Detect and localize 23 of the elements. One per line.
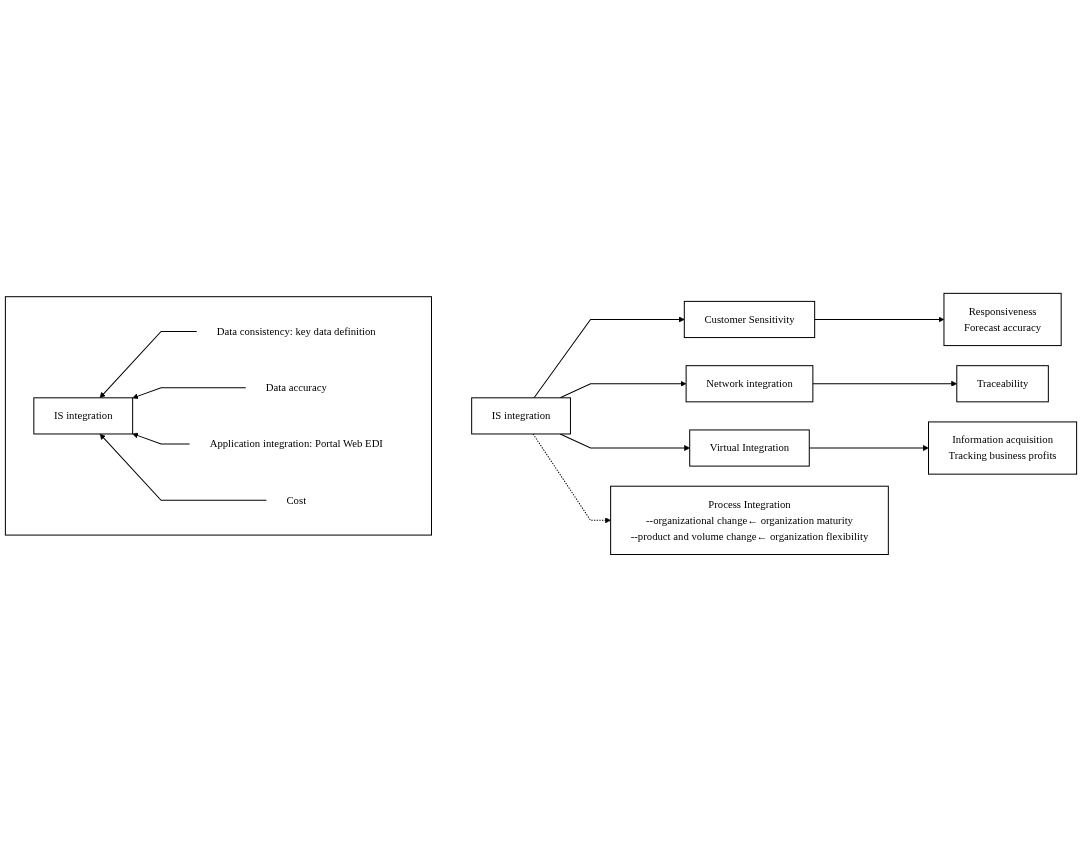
node-box: Traceability [956, 365, 1049, 403]
node-box: Process Integration --organizational change← organization maturity --product and volume change← organization flexibility [610, 485, 889, 556]
node-text: Application integration: Portal Web EDI [209, 438, 383, 450]
arrow [808, 445, 929, 452]
node-text: Data consistency: key data definition [216, 325, 376, 337]
node-box: Virtual Integration [689, 429, 810, 467]
arrow [132, 387, 247, 400]
arrow [814, 316, 945, 323]
node-box: IS integration [33, 397, 134, 435]
node-box: Responsiveness Forecast accuracy [943, 292, 1062, 347]
node-box: Customer Sensitivity [683, 300, 816, 339]
node-text: Data accuracy [265, 381, 327, 394]
node-box: IS integration [471, 397, 571, 435]
arrow [99, 331, 198, 399]
arrow [533, 316, 685, 399]
arrow [812, 380, 958, 387]
node-text: Cost [286, 494, 307, 506]
node-box: Network integration [685, 365, 814, 403]
arrow [99, 433, 267, 501]
arrow [532, 433, 611, 524]
arrow [132, 432, 191, 445]
cluster [4, 296, 432, 536]
node-box: Information acquisition Tracking business profits [928, 421, 1078, 475]
